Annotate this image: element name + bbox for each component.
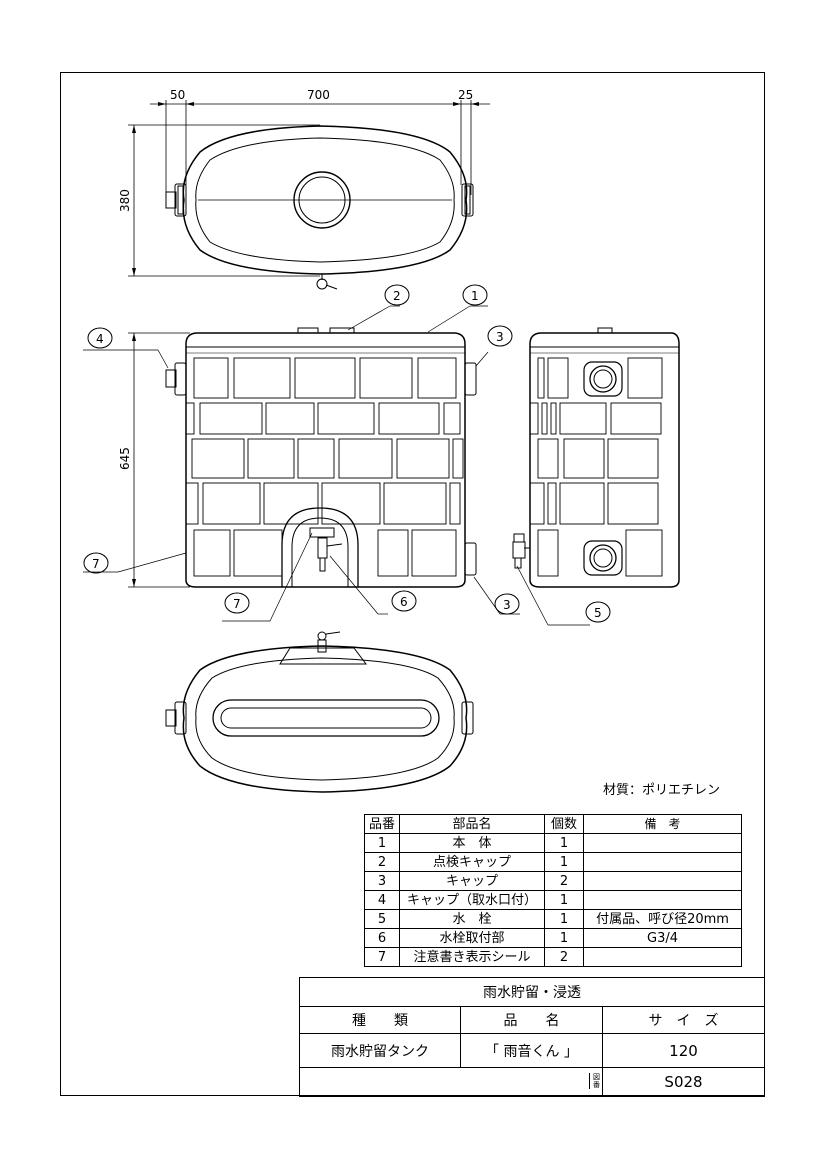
callout-5-label: 5: [594, 606, 602, 620]
part-note: [583, 871, 742, 891]
plan-view: 50 700 25 380: [118, 88, 490, 290]
callouts: 1 2 3 4 7 7 6 3 5: [83, 284, 611, 623]
callout-7a-label: 7: [92, 557, 100, 571]
size-value: 120: [602, 1033, 765, 1068]
front-view: 645: [83, 305, 520, 622]
part-note: [583, 852, 742, 872]
callout-7b: [224, 592, 250, 614]
header-part-no: 品番: [364, 814, 400, 834]
callout-4: [87, 327, 113, 349]
callout-4-label: 4: [96, 332, 104, 346]
part-no: 4: [364, 890, 400, 910]
title-block: 雨水貯留・浸透 種 類 品 名 サ イ ズ 雨水貯留タンク 「 雨音くん 」 1…: [299, 977, 765, 1097]
part-qty: 1: [544, 833, 584, 853]
part-qty: 2: [544, 871, 584, 891]
callout-7a: [83, 552, 109, 574]
part-name: 水栓取付部: [399, 928, 545, 948]
product-label: 品 名: [460, 1006, 603, 1034]
part-qty: 1: [544, 890, 584, 910]
table-row: 3 キャップ 2: [364, 871, 742, 891]
drawing-no-label-text: 図 番: [589, 1073, 600, 1089]
drawing-no: S028: [602, 1067, 765, 1097]
table-row: 1 本 体 1: [364, 833, 742, 853]
callout-3a: [487, 325, 513, 347]
callout-1-label: 1: [471, 289, 479, 303]
material-note: 材質：ポリエチレン: [603, 783, 721, 798]
part-name: キャップ（取水口付）: [399, 890, 545, 910]
part-qty: 1: [544, 852, 584, 872]
table-row: 5 水 栓 1 付属品、呼び径20mm: [364, 909, 742, 929]
parts-table-header: 品番 部品名 個数 備 考: [364, 814, 742, 834]
part-no: 7: [364, 947, 400, 967]
product-value: 「 雨音くん 」: [460, 1033, 603, 1068]
part-note: G3/4: [583, 928, 742, 948]
drawing-no-label-bottom: 番: [593, 1081, 600, 1089]
side-view: [512, 327, 680, 626]
callout-7b-label: 7: [233, 597, 241, 611]
parts-table: 品番 部品名 個数 備 考 1 本 体 1 2 点検キャップ 1 3 キャップ …: [364, 814, 742, 967]
part-note: [583, 890, 742, 910]
table-row: 4 キャップ（取水口付） 1: [364, 890, 742, 910]
part-no: 6: [364, 928, 400, 948]
part-no: 3: [364, 871, 400, 891]
part-qty: 2: [544, 947, 584, 967]
part-qty: 1: [544, 909, 584, 929]
table-row: 6 水栓取付部 1 G3/4: [364, 928, 742, 948]
title-heading: 雨水貯留・浸透: [299, 977, 765, 1007]
part-name: 水 栓: [399, 909, 545, 929]
part-note: 付属品、呼び径20mm: [583, 909, 742, 929]
callout-3b-label: 3: [503, 598, 511, 612]
callout-6: [391, 590, 417, 612]
dim-top-right-offset: 25: [458, 88, 473, 102]
header-quantity: 個数: [544, 814, 584, 834]
dim-front-height: 645: [118, 447, 132, 470]
part-no: 1: [364, 833, 400, 853]
dim-top-depth: 380: [118, 189, 132, 212]
header-remarks: 備 考: [583, 814, 742, 834]
callout-3a-label: 3: [496, 330, 504, 344]
callout-1: [462, 284, 488, 306]
callout-2-label: 2: [393, 289, 401, 303]
kind-value: 雨水貯留タンク: [299, 1033, 461, 1068]
dim-top-left-offset: 50: [170, 88, 185, 102]
callout-2: [384, 284, 410, 306]
part-qty: 1: [544, 928, 584, 948]
kind-label: 種 類: [299, 1006, 461, 1034]
table-row: 2 点検キャップ 1: [364, 852, 742, 872]
part-note: [583, 947, 742, 967]
part-name: 注意書き表示シール: [399, 947, 545, 967]
table-row: 7 注意書き表示シール 2: [364, 947, 742, 967]
part-name: 点検キャップ: [399, 852, 545, 872]
callout-6-label: 6: [400, 595, 408, 609]
size-label: サ イ ズ: [602, 1006, 765, 1034]
part-no: 5: [364, 909, 400, 929]
drawing-no-label: 図 番: [299, 1067, 603, 1097]
part-name: 本 体: [399, 833, 545, 853]
bottom-view: [165, 631, 474, 793]
part-name: キャップ: [399, 871, 545, 891]
callout-3b: [494, 593, 520, 615]
part-note: [583, 833, 742, 853]
header-part-name: 部品名: [399, 814, 545, 834]
dim-top-width: 700: [307, 88, 330, 102]
part-no: 2: [364, 852, 400, 872]
drawing-no-label-top: 図: [593, 1073, 600, 1081]
callout-5: [585, 601, 611, 623]
